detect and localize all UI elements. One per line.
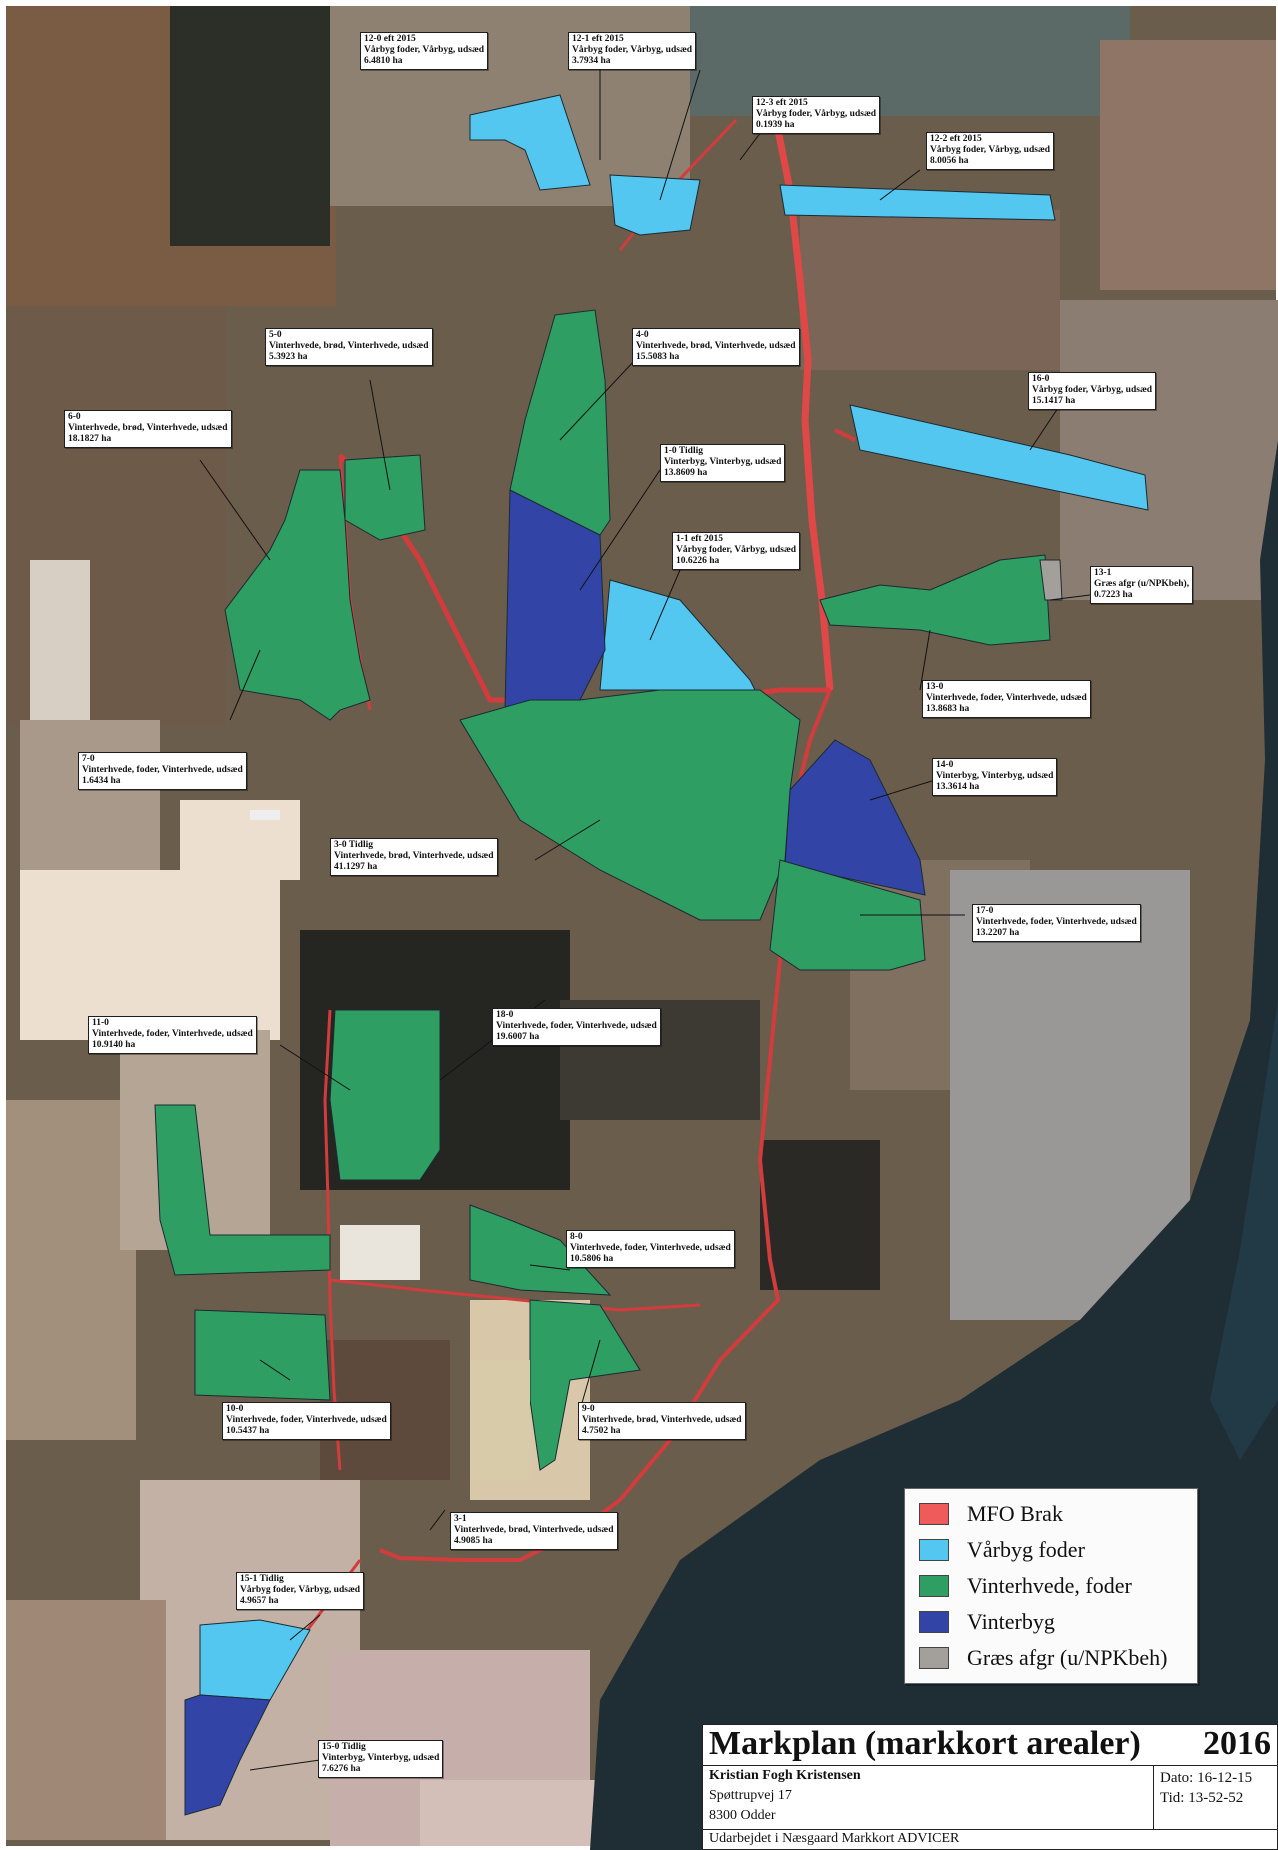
owner-address: Spøttrupvej 17 — [709, 1788, 792, 1803]
owner-name: Kristian Fogh Kristensen — [709, 1768, 861, 1783]
legend-label: Vinterbyg — [967, 1609, 1055, 1634]
field-17-0 — [769, 859, 926, 971]
field-15-1 — [199, 1619, 311, 1701]
legend-label: Græs afgr (u/NPKbeh) — [967, 1645, 1168, 1670]
legend-label: MFO Brak — [967, 1501, 1063, 1526]
title-block: Markplan (markkort arealer) 2016 Kristia… — [702, 1724, 1278, 1850]
field-13-1 — [1039, 559, 1063, 601]
map-legend: MFO Brak Vårbyg foder Vinterhvede, foder… — [904, 1488, 1198, 1684]
legend-label: Vårbyg foder — [967, 1537, 1085, 1562]
print-time: Tid: 13-52-52 — [1160, 1790, 1244, 1806]
map-title: Markplan (markkort arealer) — [709, 1725, 1141, 1762]
legend-item-mfo-brak: MFO Brak — [919, 1501, 1063, 1526]
print-date: Dato: 16-12-15 — [1160, 1770, 1253, 1786]
legend-label: Vinterhvede, foder — [967, 1573, 1132, 1598]
field-10-0 — [194, 1309, 331, 1401]
prepared-by: Udarbejdet i Næsgaard Markkort ADVICER — [709, 1831, 960, 1846]
field-8-0 — [469, 1204, 612, 1296]
legend-swatch — [919, 1575, 949, 1597]
field-6-0 — [224, 469, 371, 721]
field-12-1 — [609, 174, 701, 236]
field-12-2 — [779, 184, 1056, 221]
legend-swatch — [919, 1611, 949, 1633]
legend-swatch — [919, 1647, 949, 1669]
legend-swatch — [919, 1503, 949, 1525]
field-9-0 — [529, 1299, 641, 1471]
legend-item-vinterbyg: Vinterbyg — [919, 1609, 1055, 1634]
owner-city: 8300 Odder — [709, 1808, 776, 1823]
owner-info: Kristian Fogh Kristensen Spøttrupvej 17 … — [703, 1766, 1154, 1830]
field-11-0b — [154, 1104, 331, 1276]
field-16-0 — [849, 404, 1149, 511]
title-row: Markplan (markkort arealer) 2016 — [703, 1725, 1277, 1766]
field-12-0 — [469, 94, 591, 191]
legend-swatch — [919, 1539, 949, 1561]
date-info: Dato: 16-12-15 Tid: 13-52-52 — [1154, 1766, 1277, 1830]
field-15-0 — [184, 1694, 271, 1816]
field-5-0 — [344, 454, 426, 541]
legend-item-varbyg-foder: Vårbyg foder — [919, 1537, 1085, 1562]
map-year: 2016 — [1203, 1725, 1271, 1762]
field-3-0 — [459, 689, 801, 921]
field-11-0 — [329, 1009, 441, 1181]
field-4-0 — [509, 309, 611, 536]
legend-item-vinterhvede-foder: Vinterhvede, foder — [919, 1573, 1132, 1598]
legend-item-graes-afgr: Græs afgr (u/NPKbeh) — [919, 1645, 1168, 1670]
